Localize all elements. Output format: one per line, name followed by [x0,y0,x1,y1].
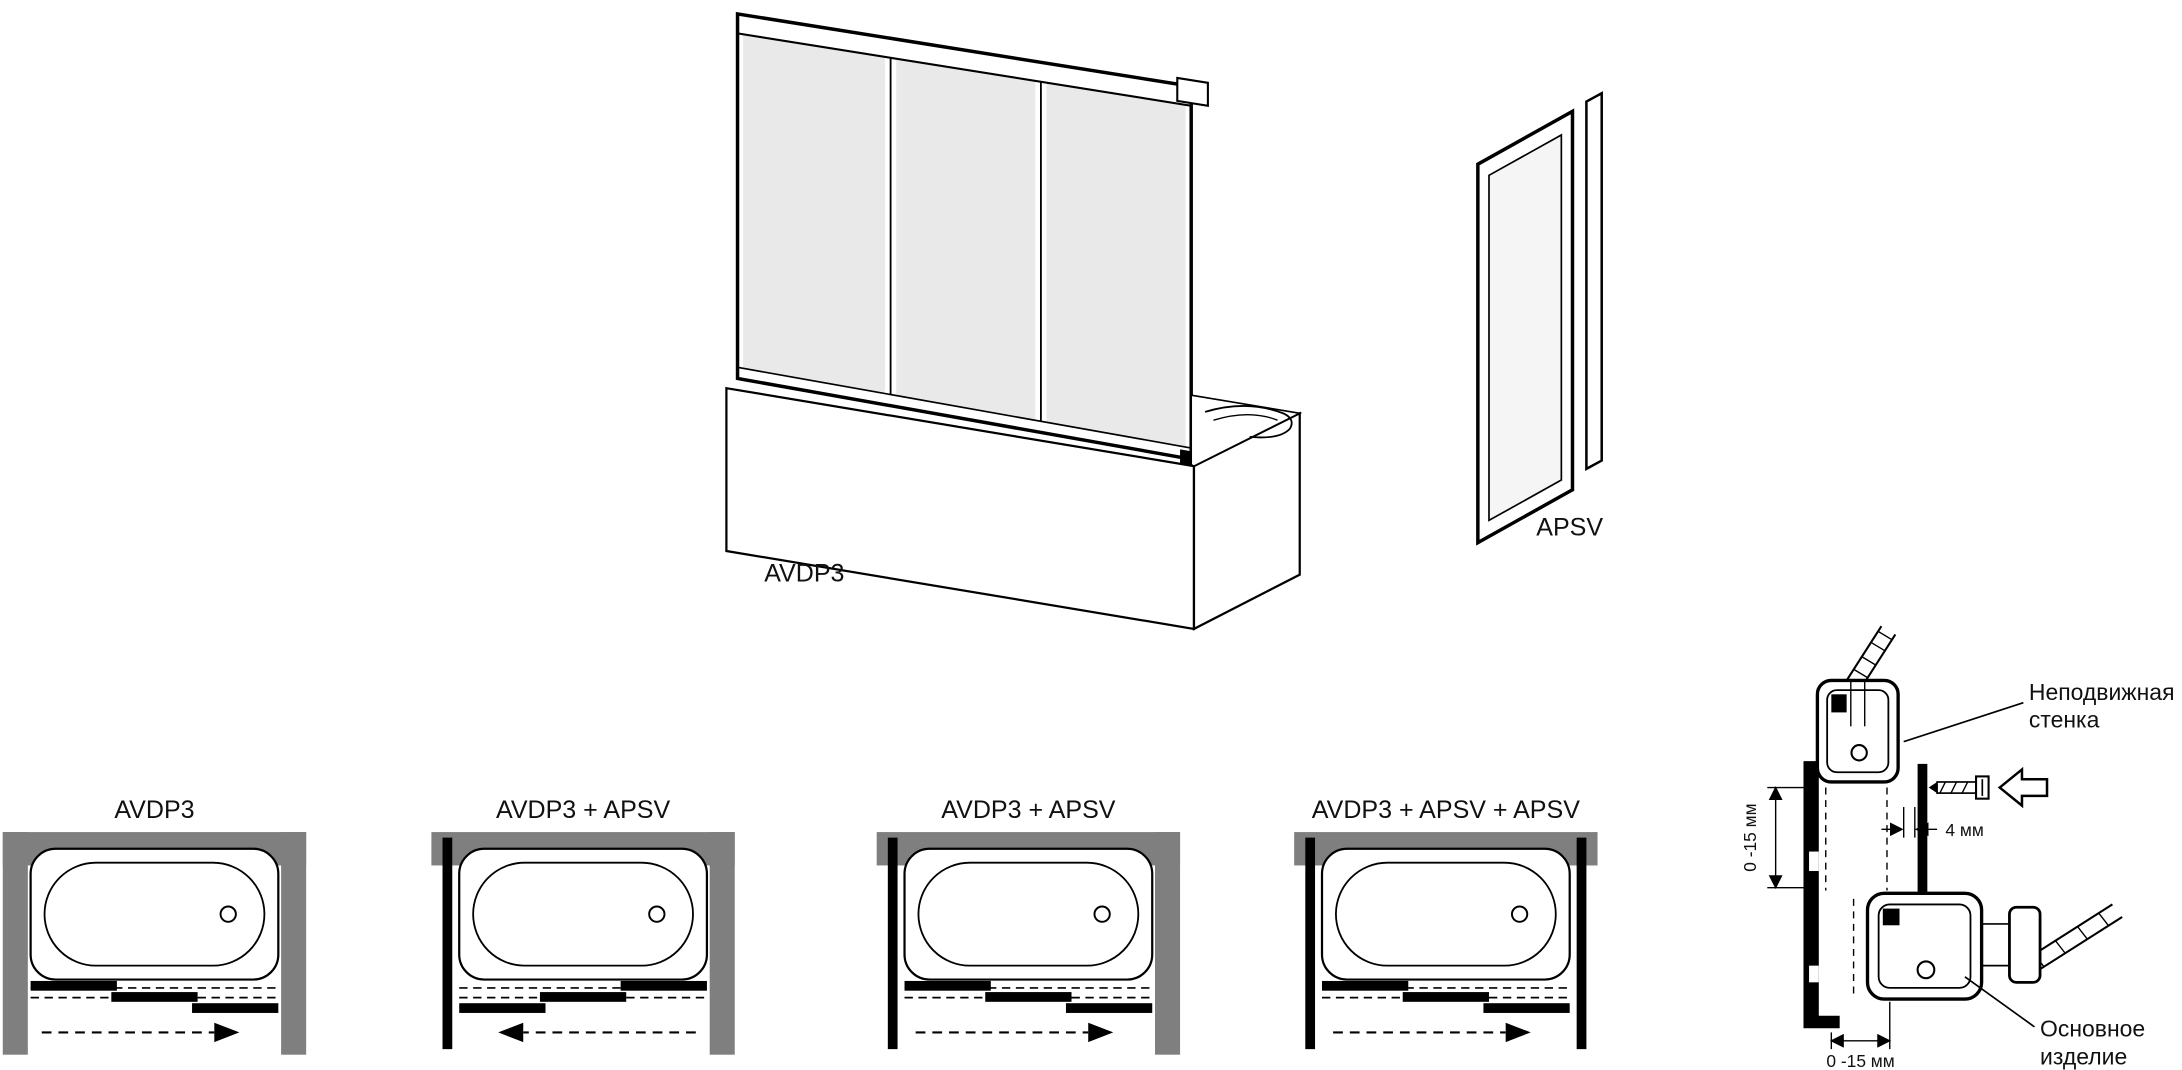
bottom-adjust-label: 0 -15 мм [1826,1051,1894,1070]
bathtub-outline [458,847,709,981]
channel-notch [1809,851,1819,872]
sliding-panel-bar [1065,1003,1153,1013]
layout-diagram-3: AVDP3 + APSV [876,796,1181,1055]
slide-direction-arrow [41,1022,240,1043]
bathtub-basin [43,861,266,967]
layout-4-label: AVDP3 + APSV + APSV [1312,796,1580,824]
screen-panel-3 [1046,83,1186,447]
apsv-isometric-drawing [1476,91,1603,546]
screen-panel-2 [896,58,1036,421]
apsv-wall-profile [1585,91,1603,472]
layout-diagram-1: AVDP3 [2,796,307,1055]
main-product-label-line1: Основное [2040,1016,2145,1042]
fixed-wall-label-line1: Неподвижная [2029,679,2175,705]
main-product-label-line2: изделие [2040,1043,2127,1069]
apsv-glass [1488,133,1563,522]
drain-circle [1093,905,1111,923]
sliding-panel-bar [192,1003,279,1013]
layout-diagram-2: AVDP3 + APSV [431,796,735,1055]
apsv-panel-left [442,837,453,1050]
drain-circle [648,905,666,923]
sliding-panel-bar [985,992,1072,1002]
bathtub-basin [472,861,694,967]
bottom-adjust-dimension: 0 -15 мм [1826,1001,1895,1070]
bathtub-basin-rim [1204,405,1293,439]
gap-dimension-label: 4 мм [1945,820,1983,840]
installation-detail: 4 мм 0 -15 мм [1740,625,2175,1070]
sliding-panel-bar [620,980,707,991]
sliding-panel-bar [459,1003,546,1013]
sliding-panel-bar [1322,980,1409,991]
sliding-panel-bar [539,992,627,1002]
bathtub-outline [1320,847,1571,981]
bathtub-outline [903,847,1154,981]
avdp3-isometric-drawing [725,11,1303,631]
wall-right [1155,832,1181,1055]
sliding-panel-bar [111,992,198,1002]
push-direction-arrow-icon [1997,766,2049,809]
fixed-wall-label-line2: стенка [2029,707,2100,733]
arrowhead-icon [214,1022,240,1043]
sliding-panel-bar [904,980,991,991]
wall-right [281,832,307,1055]
apsv-panel-left [887,837,898,1050]
screen-panel-1 [743,34,886,394]
channel-notch [1809,965,1819,983]
wall-channel-profile [1803,761,1840,1029]
sliding-panel-bar [1402,992,1489,1002]
apsv-caption: APSV [1536,514,1603,542]
arrowhead-icon [498,1022,524,1043]
main-product-profile [1865,891,2042,1001]
drain-circle [1510,905,1529,923]
layout-3-label: AVDP3 + APSV [941,796,1115,824]
main-product-leader-line [1964,976,2035,1028]
drain-circle [219,905,237,923]
apsv-panel-left [1305,837,1316,1050]
slide-direction-arrow [915,1022,1114,1043]
wall-left [2,832,28,1055]
bathtub-basin [917,861,1140,967]
bathtub-basin-inner [1213,414,1278,421]
arrowhead-icon [1505,1022,1531,1043]
fixed-wall-leader-line [1903,701,2024,743]
avdp3-caption: AVDP3 [764,560,844,588]
arrowhead-icon [1088,1022,1114,1043]
side-adjust-dimension: 0 -15 мм [1740,786,1812,890]
side-adjust-label: 0 -15 мм [1740,803,1760,871]
bathtub-basin [1335,861,1557,967]
screw-icon [1928,775,1990,800]
gap-dimension: 4 мм [1881,807,1984,840]
slide-direction-arrow [1333,1022,1531,1043]
layout-2-label: AVDP3 + APSV [496,796,670,824]
sliding-panel-bar [30,980,117,991]
glass-clamp-hook [2008,905,2042,984]
bathtub-outline [29,847,280,981]
fixing-plate [1917,763,1928,892]
layout-diagram-4: AVDP3 + APSV + APSV [1294,796,1598,1050]
slide-direction-arrow [498,1022,696,1043]
sliding-panel-bar [1483,1003,1570,1013]
layout-1-label: AVDP3 [114,796,194,824]
apsv-panel-right [1576,837,1587,1050]
wall-right [709,832,735,1055]
rail-end-cap [1176,76,1209,107]
fixed-wall-profile [1815,678,1900,784]
